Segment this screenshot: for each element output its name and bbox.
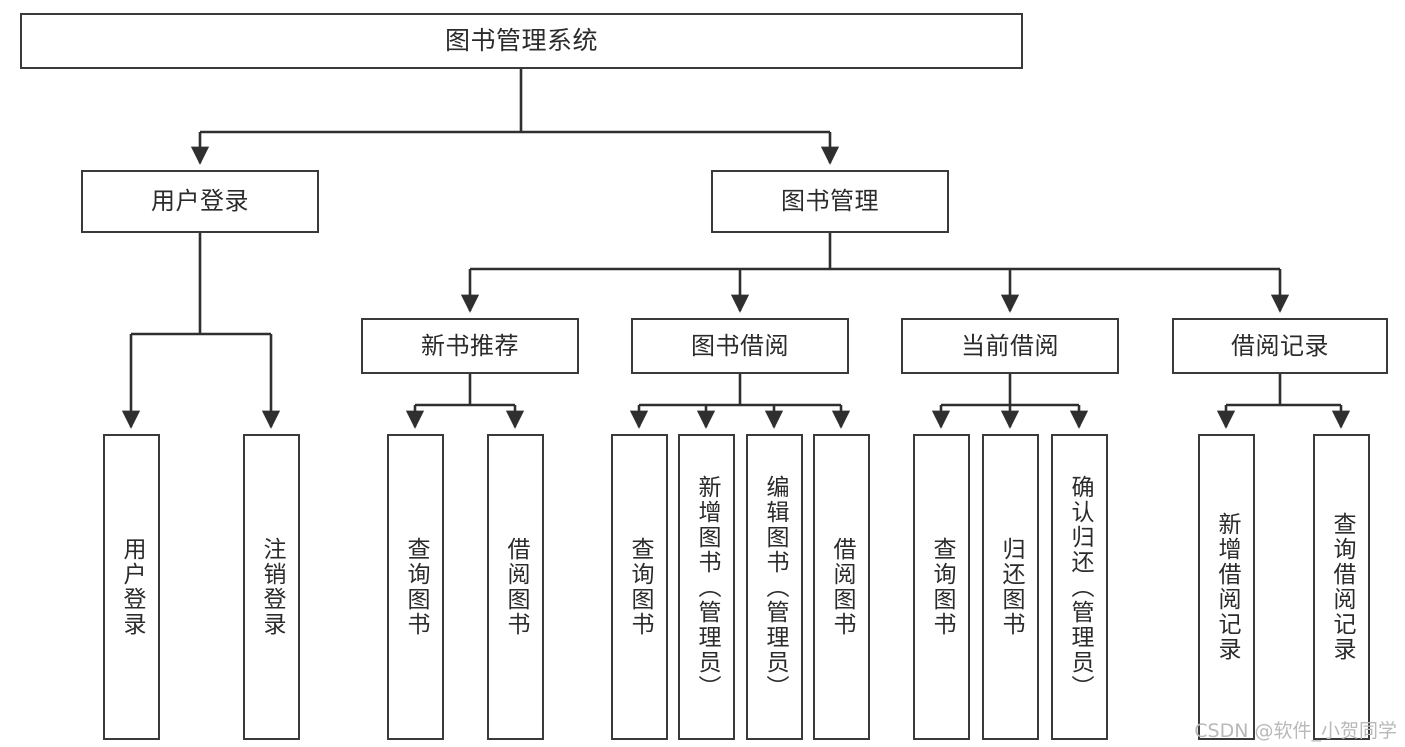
node-label: 确认归还（管理员） <box>1067 474 1093 700</box>
node-label: 当前借阅 <box>961 331 1059 360</box>
node-user-login[interactable]: 用户登录 <box>81 170 319 233</box>
node-label: 查询图书 <box>403 537 429 637</box>
node-label: 新增借阅记录 <box>1214 512 1240 662</box>
leaf-record-add-borrow-record[interactable]: 新增借阅记录 <box>1198 434 1255 740</box>
node-label: 图书管理系统 <box>444 26 598 56</box>
node-label: 新增图书（管理员） <box>694 474 720 700</box>
node-label: 图书管理 <box>781 187 879 216</box>
node-label: 借阅图书 <box>829 537 855 637</box>
leaf-borrow-query-books[interactable]: 查询图书 <box>611 434 668 740</box>
leaf-user-login-signin[interactable]: 用户登录 <box>103 434 160 740</box>
node-current-borrowing[interactable]: 当前借阅 <box>901 318 1119 374</box>
leaf-new-book-query-books[interactable]: 查询图书 <box>387 434 444 740</box>
node-label: 查询借阅记录 <box>1329 512 1355 662</box>
node-borrow-records[interactable]: 借阅记录 <box>1172 318 1388 374</box>
node-label: 查询图书 <box>929 537 955 637</box>
node-root-book-management-system[interactable]: 图书管理系统 <box>20 13 1023 69</box>
node-label: 借阅记录 <box>1231 331 1329 360</box>
node-book-management[interactable]: 图书管理 <box>711 170 949 233</box>
node-label: 新书推荐 <box>421 331 519 360</box>
node-label: 图书借阅 <box>691 331 789 360</box>
leaf-borrow-add-book-admin[interactable]: 新增图书（管理员） <box>678 434 735 740</box>
node-label: 借阅图书 <box>503 537 529 637</box>
node-label: 查询图书 <box>627 537 653 637</box>
node-label: 编辑图书（管理员） <box>762 474 788 700</box>
leaf-new-book-borrow-books[interactable]: 借阅图书 <box>487 434 544 740</box>
leaf-user-login-signout[interactable]: 注销登录 <box>243 434 300 740</box>
leaf-borrow-borrow-books[interactable]: 借阅图书 <box>813 434 870 740</box>
csdn-watermark: CSDN @软件_小贺同学 <box>1194 720 1397 742</box>
leaf-borrow-edit-book-admin[interactable]: 编辑图书（管理员） <box>746 434 803 740</box>
leaf-current-confirm-return-admin[interactable]: 确认归还（管理员） <box>1051 434 1108 740</box>
node-label: 注销登录 <box>259 537 285 637</box>
leaf-record-query-borrow-record[interactable]: 查询借阅记录 <box>1313 434 1370 740</box>
node-label: 归还图书 <box>998 537 1024 637</box>
node-book-borrowing[interactable]: 图书借阅 <box>631 318 849 374</box>
leaf-current-return-books[interactable]: 归还图书 <box>982 434 1039 740</box>
leaf-current-query-books[interactable]: 查询图书 <box>913 434 970 740</box>
node-label: 用户登录 <box>151 187 249 216</box>
node-label: 用户登录 <box>119 537 145 637</box>
node-new-book-recommendation[interactable]: 新书推荐 <box>361 318 579 374</box>
